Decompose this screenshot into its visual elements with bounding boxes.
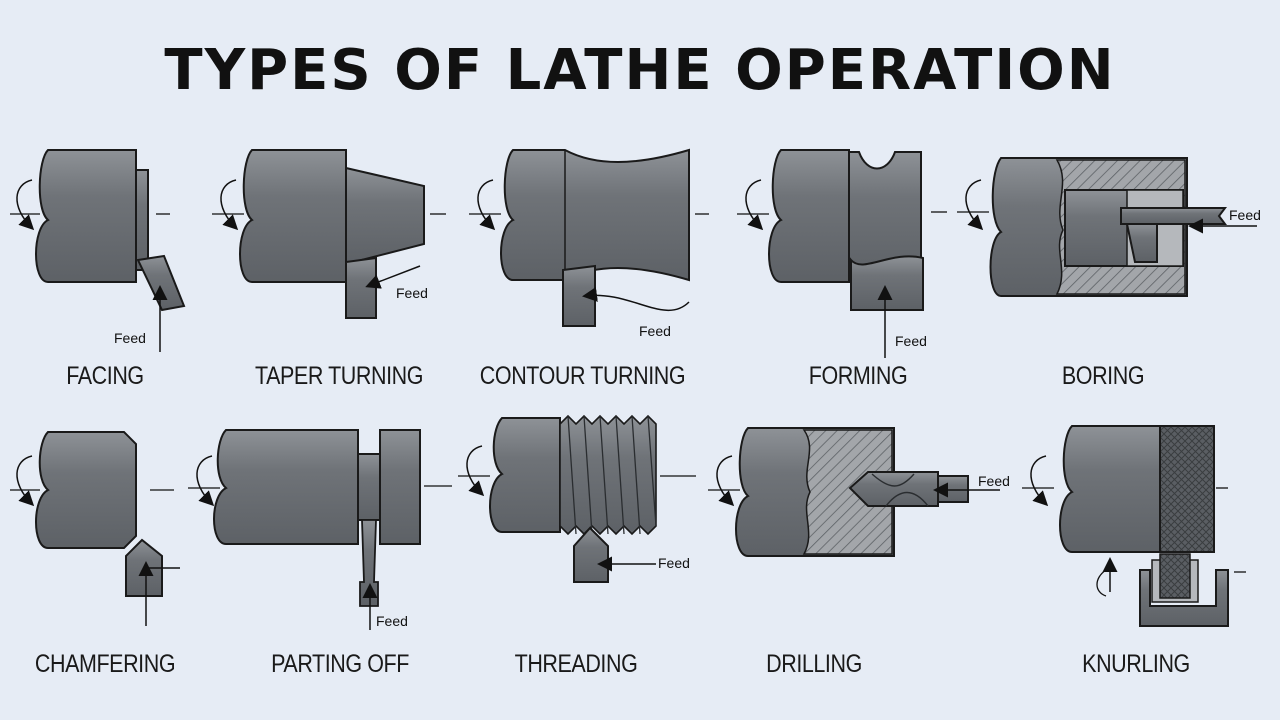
operation-contour-turning: Feed CONTOUR TURNING	[455, 140, 710, 400]
knurling-tool	[1139, 569, 1229, 627]
feed-label: Feed	[114, 330, 146, 346]
drill-bit	[848, 471, 939, 507]
feed-label: Feed	[978, 473, 1010, 489]
knurled-surface	[1159, 425, 1215, 553]
threading-diagram: Feed	[458, 414, 696, 583]
operation-label-taper-turning: TAPER TURNING	[254, 362, 424, 390]
feed-label: Feed	[396, 285, 428, 301]
rotation-arrow-icon	[220, 179, 239, 231]
feed-label: Feed	[895, 333, 927, 349]
rotation-arrow-icon	[965, 179, 984, 231]
cutting-tool	[573, 526, 609, 583]
cutting-tool	[136, 254, 186, 312]
rotation-arrow-icon	[196, 455, 215, 507]
operation-parting-off: Feed PARTING OFF	[180, 420, 470, 690]
rotation-arrow-icon	[16, 179, 35, 231]
cutting-tool	[850, 255, 924, 311]
feed-label: Feed	[376, 613, 408, 629]
operation-label-chamfering: CHAMFERING	[34, 650, 176, 678]
feed-label: Feed	[658, 555, 690, 571]
boring-diagram: Feed	[957, 157, 1261, 297]
operation-facing: Feed FACING	[0, 140, 210, 400]
operation-label-boring: BORING	[1061, 362, 1145, 390]
parting-off-diagram: Feed	[188, 429, 452, 630]
contour-turning-diagram: Feed	[469, 148, 709, 339]
drilling-diagram: Feed	[708, 427, 1010, 557]
cutting-tool	[345, 256, 377, 319]
operation-label-contour-turning: CONTOUR TURNING	[479, 362, 686, 390]
operation-label-drilling: DRILLING	[766, 650, 862, 678]
forming-diagram: Feed	[737, 149, 947, 358]
operation-taper-turning: Feed TAPER TURNING	[200, 140, 490, 400]
operation-chamfering: CHAMFERING	[0, 420, 210, 690]
cutting-tool	[359, 519, 379, 607]
operation-label-knurling: KNURLING	[1082, 650, 1190, 678]
cutting-tool	[562, 264, 596, 327]
facing-diagram: Feed	[10, 149, 186, 352]
rotation-arrow-icon	[16, 455, 35, 507]
taper-turning-diagram: Feed	[212, 149, 446, 319]
rotation-arrow-icon	[716, 455, 735, 507]
operation-label-forming: FORMING	[808, 362, 908, 390]
cutting-tool	[1125, 223, 1158, 263]
page-title: TYPES OF LATHE OPERATION	[164, 38, 1116, 103]
chamfering-diagram	[10, 431, 180, 626]
rotation-arrow-icon	[1030, 455, 1049, 507]
knurling-diagram	[1022, 425, 1246, 627]
operation-threading: Feed THREADING	[450, 410, 710, 690]
operation-boring: Feed BORING	[945, 140, 1270, 400]
operation-knurling: KNURLING	[1010, 420, 1270, 690]
feed-label: Feed	[1229, 207, 1261, 223]
operation-label-facing: FACING	[66, 362, 144, 390]
rotation-arrow-icon	[477, 179, 496, 231]
feed-label: Feed	[639, 323, 671, 339]
operation-forming: Feed FORMING	[725, 140, 955, 400]
operation-label-parting-off: PARTING OFF	[271, 650, 409, 678]
rotation-arrow-icon	[745, 179, 764, 231]
operation-drilling: Feed DRILLING	[700, 420, 1020, 690]
operation-label-threading: THREADING	[514, 650, 638, 678]
rotation-arrow-icon	[466, 445, 485, 497]
boring-bar	[1120, 207, 1227, 225]
